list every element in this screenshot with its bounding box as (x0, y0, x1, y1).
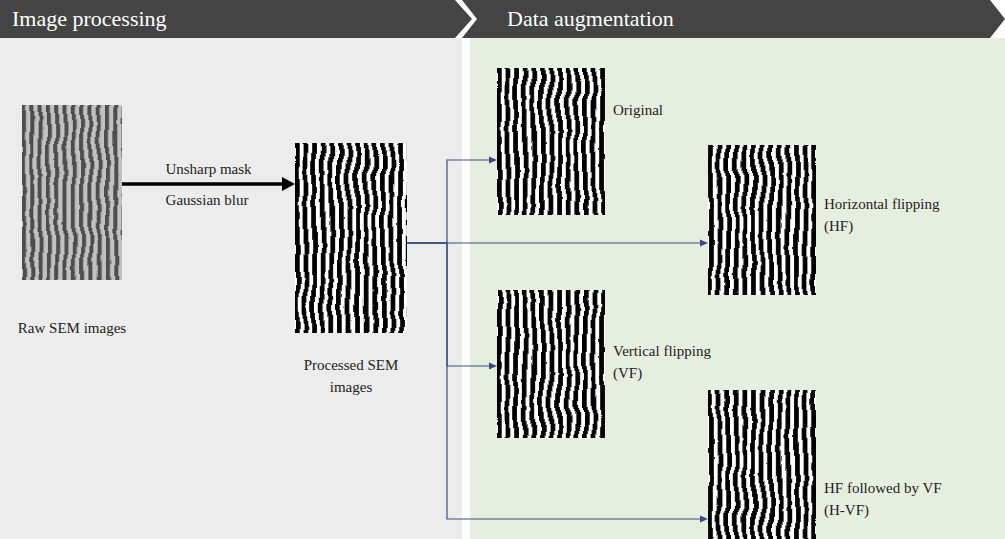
connector (407, 243, 497, 370)
connector-line (407, 242, 702, 243)
connector-line (122, 182, 285, 186)
sem-image: Horizontal flipping (HF) (708, 145, 816, 295)
raw-sem-image (12, 95, 132, 290)
image-label: HF followed by VF (H-VF) (824, 477, 954, 521)
hf-sem-image (698, 135, 826, 305)
connector-line (407, 160, 491, 243)
connector-line (407, 243, 702, 519)
header-chevron (0, 0, 472, 38)
connector-line (407, 243, 491, 366)
arrow-head (489, 157, 497, 164)
image-label: Processed SEM images (301, 354, 401, 398)
image-label: Original (613, 99, 703, 121)
arrow-head (700, 516, 708, 523)
connector (407, 243, 708, 523)
header-chevron (462, 0, 1005, 38)
header-text: Data augmentation (462, 0, 1005, 38)
header-band: Image processing (0, 0, 472, 38)
arrow-head (282, 177, 295, 191)
header-text: Image processing (0, 0, 472, 38)
connector (122, 177, 295, 191)
processed-sem-image (285, 133, 417, 343)
image-label: Horizontal flipping (HF) (824, 193, 959, 237)
connector (407, 240, 708, 247)
vf-sem-image (487, 280, 615, 448)
sem-image: Vertical flipping (VF) (497, 290, 605, 438)
edge-label: Unsharp mask (165, 160, 251, 178)
arrow-head (700, 240, 708, 247)
hvf-sem-image (698, 380, 826, 539)
sem-image: HF followed by VF (H-VF) (708, 390, 816, 539)
image-label: Vertical flipping (VF) (613, 340, 733, 384)
sem-image: Original (497, 68, 605, 215)
connector (407, 157, 497, 244)
image-label: Raw SEM images (0, 317, 157, 339)
step-label: Gaussian blur (166, 191, 249, 209)
sem-image: Raw SEM images (22, 105, 122, 280)
processing-panel (0, 38, 462, 539)
sem-image: Processed SEM images (295, 143, 407, 333)
header-band: Data augmentation (462, 0, 1005, 38)
arrow-head (489, 363, 497, 370)
original-sem-image (487, 58, 615, 225)
